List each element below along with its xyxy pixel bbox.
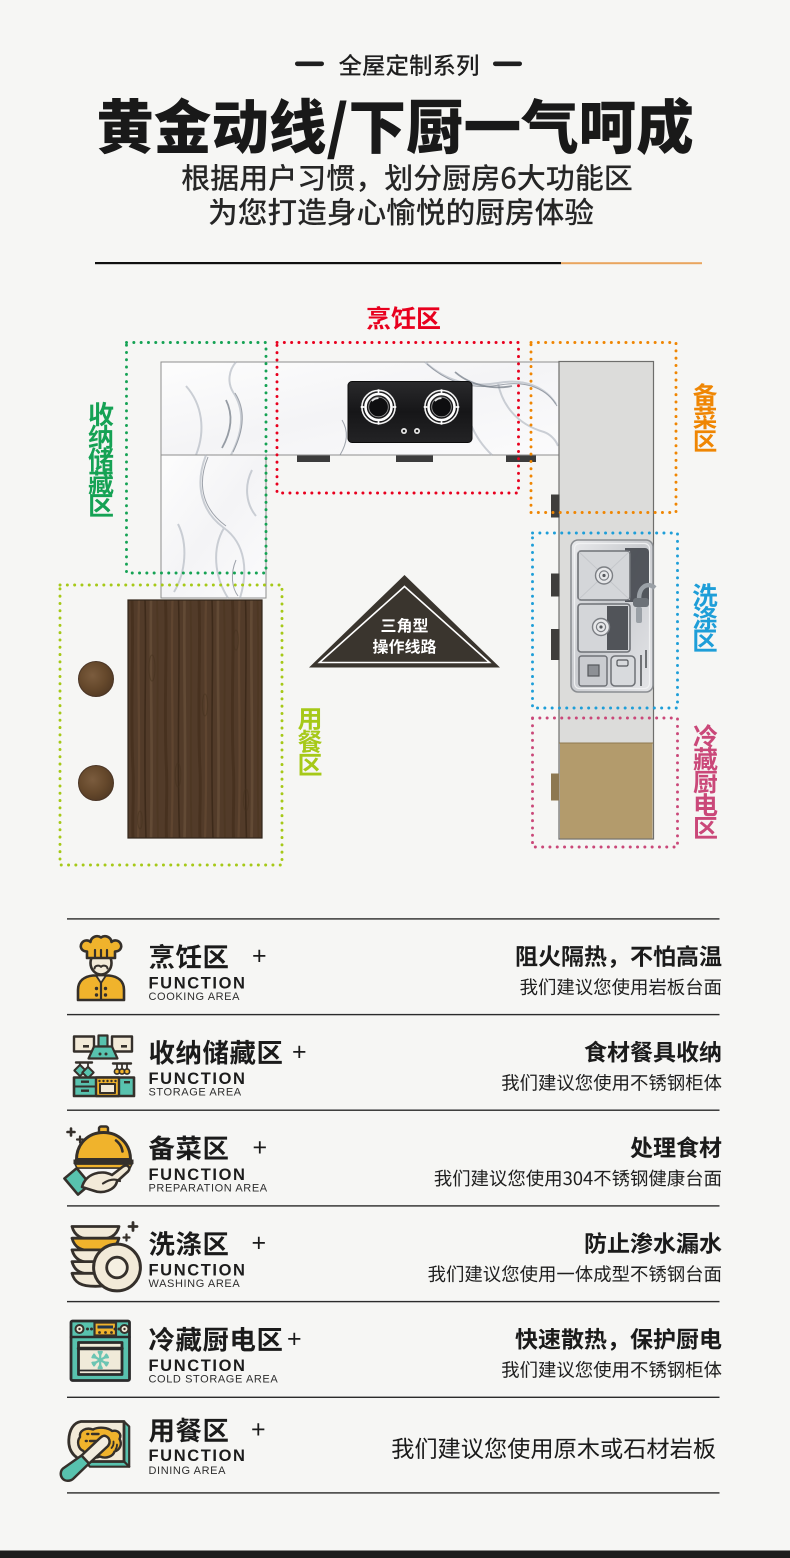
svg-text:+: +: [252, 942, 267, 970]
svg-text:DINING AREA: DINING AREA: [149, 1465, 227, 1477]
svg-text:STORAGE AREA: STORAGE AREA: [149, 1087, 242, 1099]
svg-text:+: +: [253, 1134, 268, 1162]
svg-text:WASHING AREA: WASHING AREA: [149, 1278, 241, 1290]
svg-text:FUNCTION: FUNCTION: [149, 1357, 247, 1375]
svg-text:FUNCTION: FUNCTION: [149, 1262, 247, 1280]
svg-text:COLD STORAGE AREA: COLD STORAGE AREA: [149, 1374, 279, 1386]
svg-text:+: +: [252, 1229, 267, 1257]
svg-text:FUNCTION: FUNCTION: [149, 1070, 247, 1088]
svg-text:COOKING AREA: COOKING AREA: [149, 991, 241, 1003]
svg-text:+: +: [251, 1416, 266, 1444]
svg-text:FUNCTION: FUNCTION: [149, 1166, 247, 1184]
svg-text:+: +: [292, 1038, 307, 1066]
svg-text:FUNCTION: FUNCTION: [149, 1447, 247, 1465]
svg-text:FUNCTION: FUNCTION: [149, 975, 247, 993]
svg-text:+: +: [287, 1325, 302, 1353]
svg-text:PREPARATION AREA: PREPARATION AREA: [149, 1182, 268, 1194]
